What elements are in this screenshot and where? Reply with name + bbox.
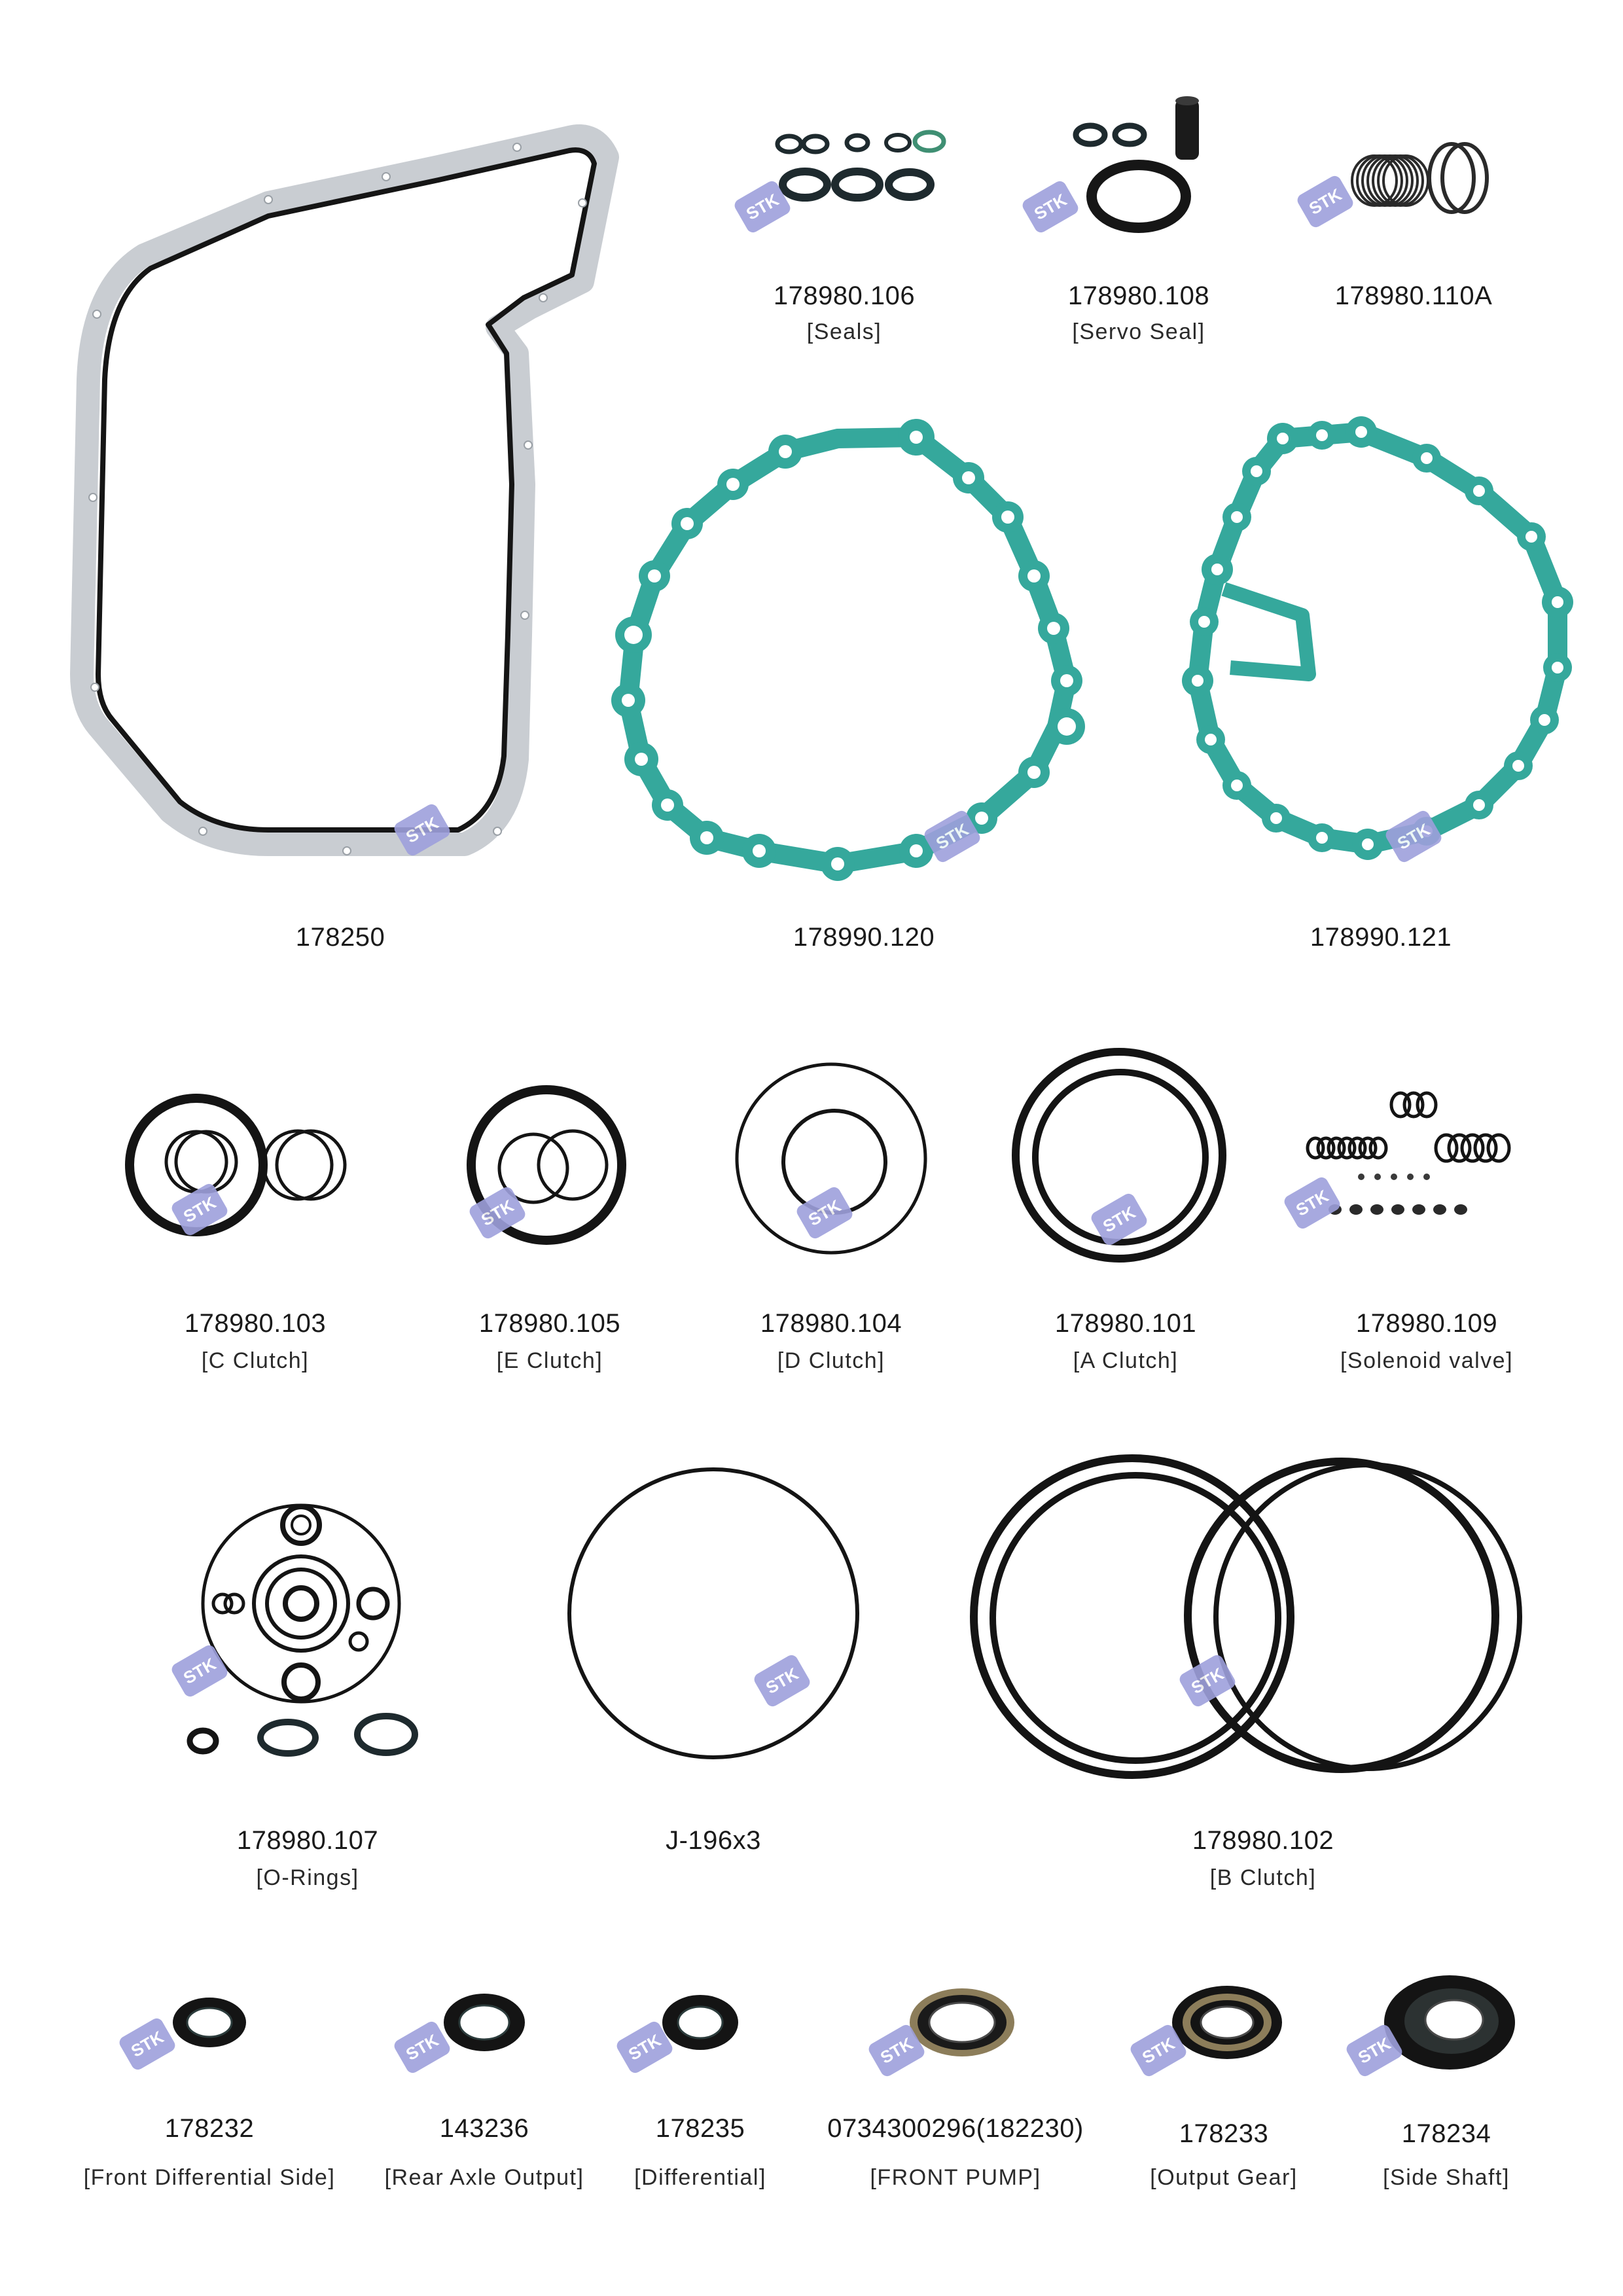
part-code: 178250 bbox=[295, 923, 385, 952]
case-gasket-icon: STK bbox=[1182, 416, 1573, 863]
brand-watermark: STK bbox=[1297, 175, 1353, 228]
part-code: J-196x3 bbox=[666, 1826, 761, 1855]
bellhousing-gasket-icon: STK bbox=[611, 419, 1085, 881]
solenoid-oring-icon: STK bbox=[1284, 1091, 1511, 1229]
part-description: [C Clutch] bbox=[201, 1348, 310, 1373]
part-code: 0734300296(182230) bbox=[827, 2114, 1084, 2143]
part-143236: STK 143236 [Rear Axle Output] bbox=[366, 1957, 602, 2219]
part-description: [Solenoid valve] bbox=[1340, 1348, 1514, 1373]
clutch-seal-icon: STK bbox=[125, 1094, 347, 1236]
part-code: 178980.109 bbox=[1355, 1309, 1498, 1338]
part-178980-108: STK 178980.108 [Servo Seal] bbox=[1014, 85, 1263, 373]
brand-watermark: STK bbox=[1179, 1655, 1236, 1707]
brand-watermark: STK bbox=[1284, 1177, 1340, 1229]
part-178980-105: STK 178980.105 [E Clutch] bbox=[406, 1060, 694, 1401]
oring-set-icon: STK bbox=[171, 1503, 418, 1757]
part-code: 178980.106 bbox=[773, 281, 916, 310]
part-178234: STK 178234 [Side Shaft] bbox=[1335, 1957, 1558, 2219]
part-description: [O-Rings] bbox=[256, 1865, 359, 1890]
part-description: [Front Differential Side] bbox=[83, 2165, 336, 2190]
oil-seal-icon: STK bbox=[1130, 1986, 1282, 2077]
part-178980-101: STK 178980.101 [A Clutch] bbox=[982, 1041, 1270, 1401]
piston-ring-set-icon: STK bbox=[1297, 142, 1489, 228]
clutch-seal-icon: STK bbox=[1012, 1048, 1226, 1263]
brand-watermark: STK bbox=[868, 2024, 925, 2077]
large-oring-icon: STK bbox=[567, 1467, 859, 1759]
part-description: [Servo Seal] bbox=[1072, 319, 1205, 344]
part-178980-110a: STK 178980.110A bbox=[1296, 85, 1531, 373]
part-description: [Differential] bbox=[634, 2165, 766, 2190]
part-178980-106: STK 178980.106 [Seals] bbox=[726, 85, 962, 373]
brand-watermark: STK bbox=[616, 2021, 673, 2073]
brand-watermark: STK bbox=[171, 1645, 228, 1697]
clutch-seal-icon: STK bbox=[970, 1454, 1522, 1779]
part-178235: STK 178235 [Differential] bbox=[602, 1957, 798, 2219]
part-code: 178234 bbox=[1401, 2119, 1491, 2148]
part-code: 178980.103 bbox=[184, 1309, 327, 1338]
part-code: 178990.120 bbox=[793, 923, 935, 952]
oil-pan-gasket-icon: STK bbox=[70, 124, 619, 856]
part-178250: STK 178250 bbox=[70, 118, 619, 969]
part-code: 178232 bbox=[164, 2114, 255, 2143]
part-178980-104: STK 178980.104 [D Clutch] bbox=[687, 1047, 975, 1401]
brand-watermark: STK bbox=[924, 810, 980, 863]
part-code: 178233 bbox=[1179, 2119, 1269, 2148]
oil-seal-icon: STK bbox=[868, 1988, 1014, 2077]
clutch-seal-icon: STK bbox=[467, 1085, 626, 1245]
part-code: 178980.105 bbox=[478, 1309, 621, 1338]
part-j-196x3: STK J-196x3 bbox=[550, 1453, 877, 1872]
part-description: [B Clutch] bbox=[1209, 1865, 1317, 1890]
part-178990-121: STK 178990.121 bbox=[1178, 416, 1584, 969]
seal-set-icon: STK bbox=[734, 130, 946, 233]
brand-watermark: STK bbox=[1130, 2024, 1186, 2077]
oil-seal-icon: STK bbox=[1346, 1975, 1515, 2077]
brand-watermark: STK bbox=[1346, 2024, 1402, 2077]
part-code: 178980.108 bbox=[1067, 281, 1210, 310]
part-code: 178980.102 bbox=[1192, 1826, 1334, 1855]
part-description: [Rear Axle Output] bbox=[384, 2165, 584, 2190]
part-description: [Side Shaft] bbox=[1383, 2165, 1510, 2190]
part-178980-102: STK 178980.102 [B Clutch] bbox=[970, 1446, 1551, 1905]
brand-watermark: STK bbox=[1022, 181, 1079, 233]
brand-watermark: STK bbox=[754, 1655, 810, 1707]
brand-watermark: STK bbox=[171, 1183, 228, 1236]
part-description: [Output Gear] bbox=[1150, 2165, 1298, 2190]
part-178990-120: STK 178990.120 bbox=[611, 419, 1113, 969]
part-178232: STK 178232 [Front Differential Side] bbox=[65, 1957, 353, 2219]
brand-watermark: STK bbox=[734, 181, 791, 233]
part-code: 178980.104 bbox=[760, 1309, 902, 1338]
part-code: 178980.110A bbox=[1334, 281, 1493, 310]
part-178980-107: STK 178980.107 [O-Rings] bbox=[164, 1486, 452, 1905]
part-description: [FRONT PUMP] bbox=[870, 2165, 1041, 2190]
part-0734300296: STK 0734300296(182230) [FRONT PUMP] bbox=[812, 1957, 1099, 2219]
servo-seal-icon: STK bbox=[1022, 96, 1199, 233]
oil-seal-icon: STK bbox=[119, 1998, 246, 2070]
part-description: [D Clutch] bbox=[777, 1348, 885, 1373]
part-code: 178990.121 bbox=[1310, 923, 1452, 952]
part-178980-103: STK 178980.103 [C Clutch] bbox=[111, 1060, 399, 1401]
part-code: 178235 bbox=[655, 2114, 745, 2143]
part-description: [A Clutch] bbox=[1073, 1348, 1179, 1373]
oil-seal-icon: STK bbox=[616, 1995, 738, 2073]
part-178980-109: STK 178980.109 [Solenoid valve] bbox=[1283, 1060, 1571, 1401]
clutch-seal-icon: STK bbox=[735, 1062, 927, 1255]
brand-watermark: STK bbox=[394, 2021, 450, 2073]
part-178233: STK 178233 [Output Gear] bbox=[1113, 1957, 1335, 2219]
brand-watermark: STK bbox=[796, 1187, 853, 1239]
oil-seal-icon: STK bbox=[394, 1994, 525, 2073]
brand-watermark: STK bbox=[1091, 1193, 1147, 1246]
brand-watermark: STK bbox=[469, 1187, 526, 1239]
brand-watermark: STK bbox=[1385, 810, 1442, 863]
part-description: [E Clutch] bbox=[496, 1348, 603, 1373]
brand-watermark: STK bbox=[119, 2018, 175, 2070]
part-code: 178980.101 bbox=[1054, 1309, 1197, 1338]
part-description: [Seals] bbox=[806, 319, 882, 344]
part-code: 178980.107 bbox=[236, 1826, 379, 1855]
part-code: 143236 bbox=[439, 2114, 529, 2143]
brand-watermark: STK bbox=[394, 804, 450, 856]
